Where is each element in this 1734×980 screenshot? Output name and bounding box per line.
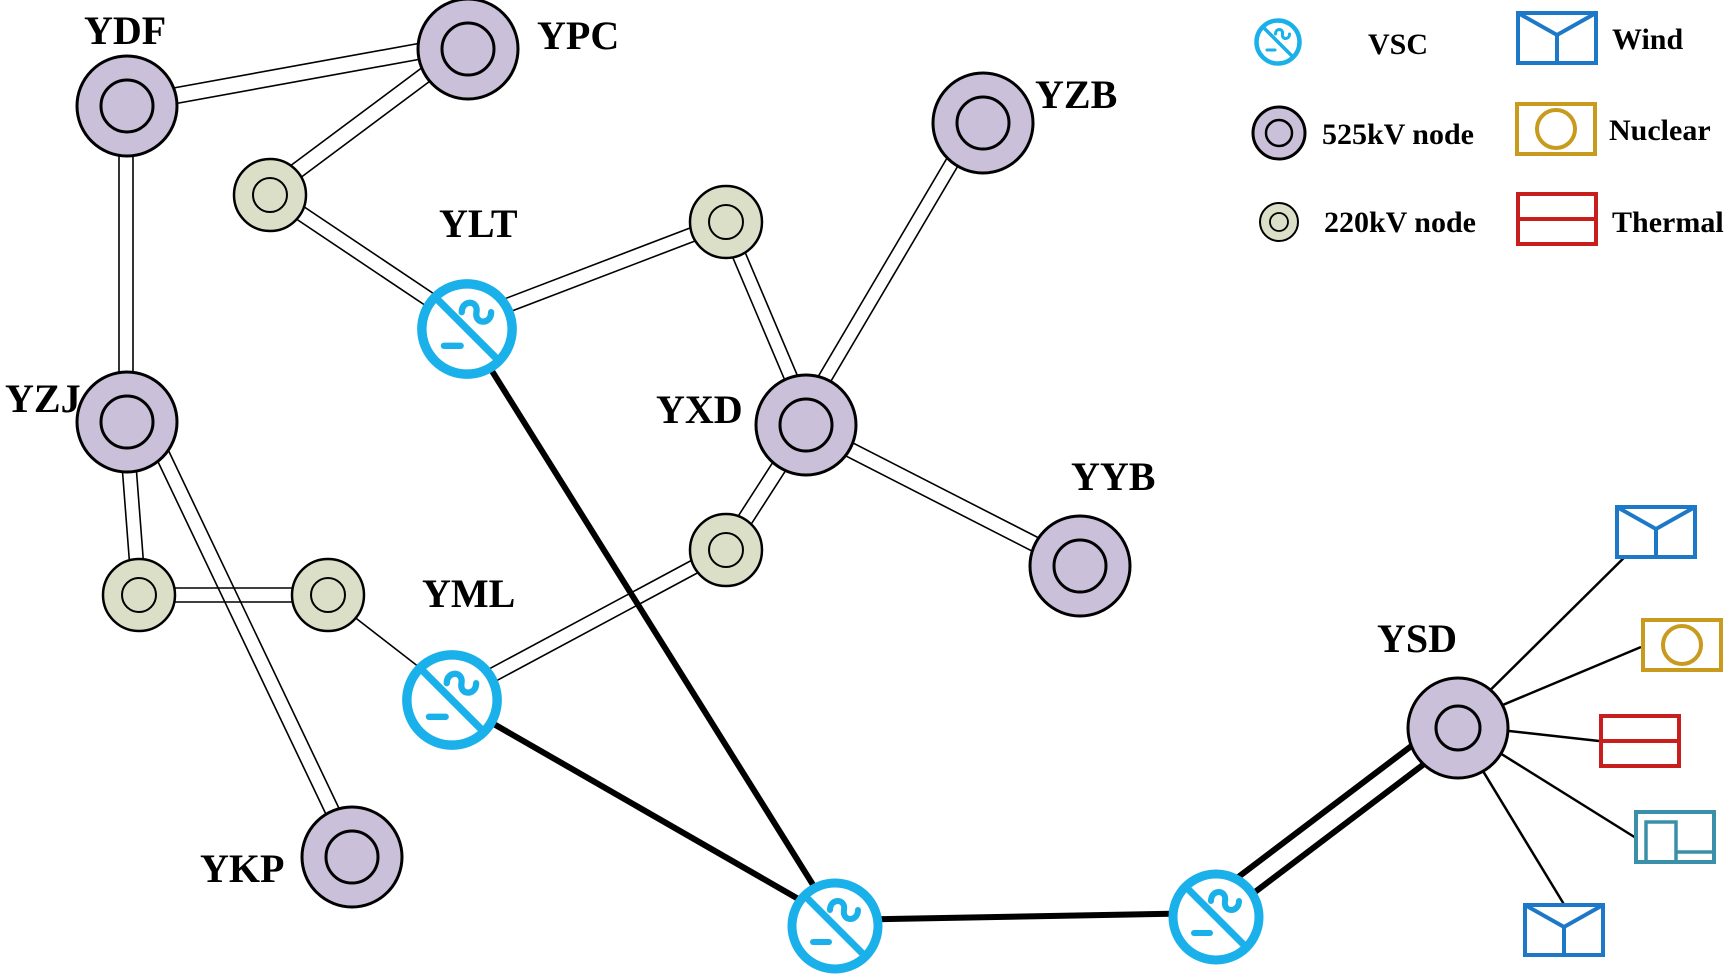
label-yxd: YXD [656,387,743,432]
label-yzb: YZB [1035,72,1117,117]
legend-nuclear-icon [1515,102,1597,156]
node-yml [402,650,502,750]
bus-220kv-icon [688,184,764,260]
label-ykp: YKP [200,846,284,891]
legend-220kv-icon [1259,202,1299,242]
bus-220kv-icon [232,157,308,233]
legend-thermal-label: Thermal [1612,206,1724,239]
vsc-stations [402,279,1264,974]
node-yzb [931,71,1035,175]
dc-line-ylt-hub [464,329,838,922]
legend-220kv-label: 220kV node [1324,206,1476,239]
dc-line-yml-hub [450,697,837,923]
node-labels: YDF YPC YZB YLT YZJ YXD YYB YML YSD YKP [5,8,1457,891]
220kv-buses [101,157,764,633]
node-ylt [417,279,517,379]
storage-unit-icon [1634,810,1716,864]
legend-thermal-icon [1516,192,1598,246]
label-yml: YML [422,571,515,616]
label-ylt: YLT [439,201,518,246]
thermal-generator-icon [1599,714,1681,768]
bus-220kv-icon [101,557,177,633]
525kv-buses [75,0,1510,909]
bus-220kv-icon [688,512,764,588]
label-ydf: YDF [84,8,166,53]
dc-transmission-lines [450,329,1463,923]
vsc-hub-icon [787,878,883,974]
ac-transmission-lines [118,34,1079,851]
label-ysd: YSD [1377,616,1457,661]
bus-220kv-icon [290,557,366,633]
line-ydf-yzj [118,110,134,418]
node-ysd [1406,676,1510,780]
legend-wind-icon [1516,11,1598,65]
line-bus220e-yml [447,543,730,704]
legend-vsc-label: VSC [1368,28,1428,61]
legend-nuclear-label: Nuclear [1609,114,1711,147]
legend-525kv-label: 525kV node [1322,118,1474,151]
wind-generator-icon [1615,505,1697,559]
legend-vsc-icon [1254,18,1302,66]
label-ypc: YPC [537,13,619,58]
node-ydf [75,54,179,158]
nuclear-generator-icon [1641,618,1723,672]
node-ykp [300,805,404,909]
legend-wind-label: Wind [1612,23,1683,56]
node-yzj [75,370,179,474]
label-yyb: YYB [1071,454,1155,499]
node-yyb [1028,514,1132,618]
generators [1523,505,1723,957]
line-yzj-ykp [139,417,357,851]
line-yxd-yzb [798,113,986,416]
dc-line-vsc4-ysd [1202,716,1463,923]
legend: VSC 525kV node 220kV node Wind Nuclear T… [1251,11,1724,246]
line-ydf-ypc [134,34,466,112]
dc-line-hub-vsc4 [834,910,1213,923]
label-yzj: YZJ [5,376,81,421]
legend-525kv-icon [1251,105,1307,161]
node-yxd [754,373,858,477]
wind-generator-icon [1523,903,1605,957]
vsc-offshore-icon [1168,869,1264,965]
node-ypc [416,0,520,101]
